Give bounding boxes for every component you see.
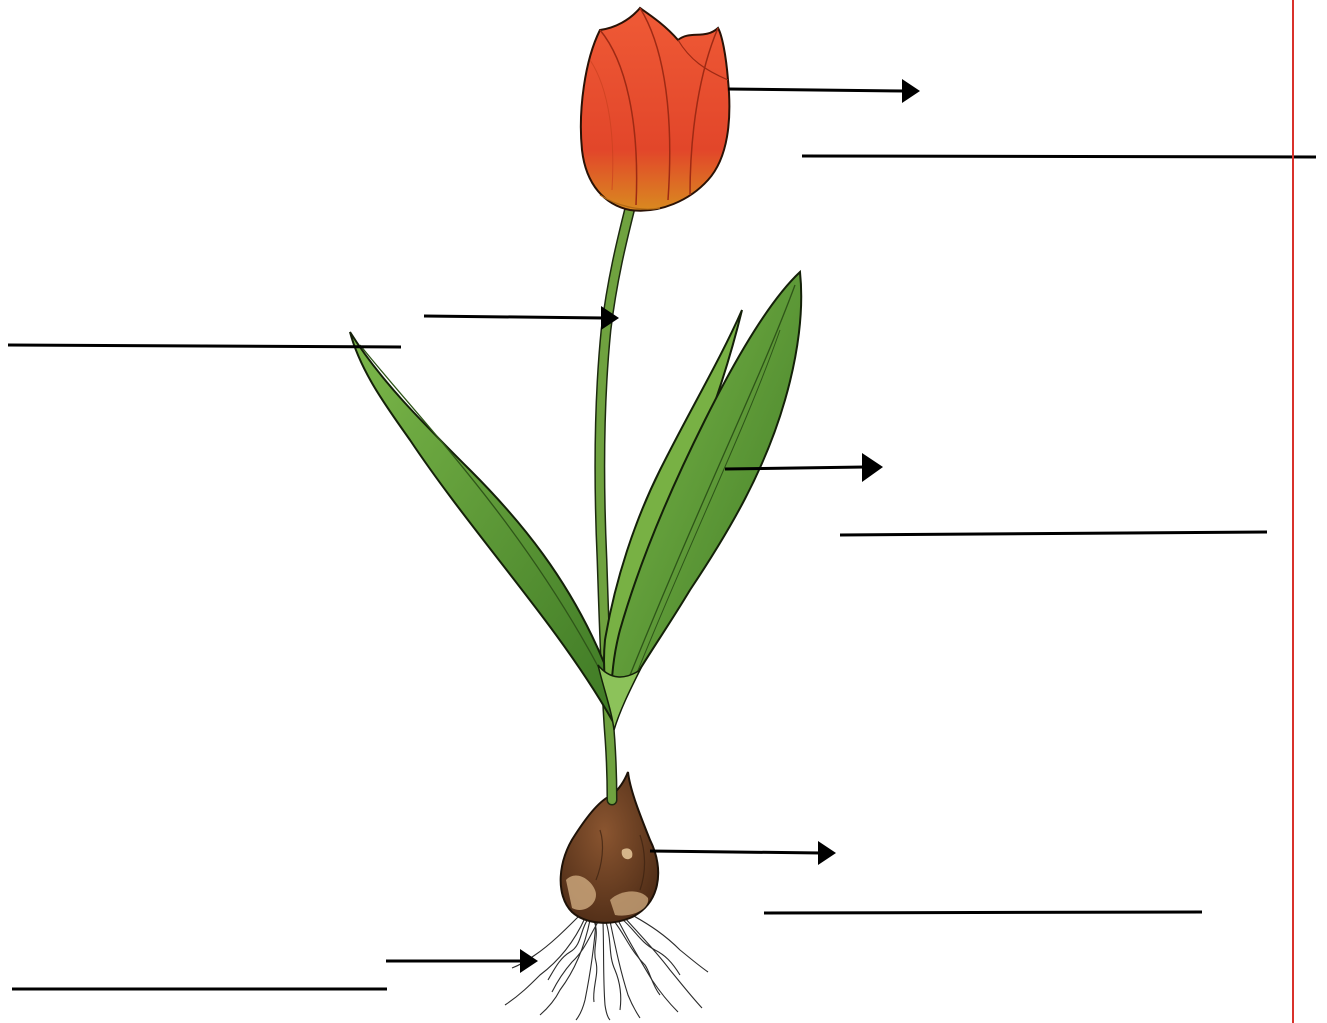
flower-illustration: [581, 8, 730, 211]
roots-pointer-arrow: [386, 949, 538, 973]
flower-pointer-arrow: [728, 79, 920, 103]
answer-blank-flower[interactable]: [802, 156, 1316, 157]
bulb-pointer-arrow: [650, 841, 836, 865]
answer-blank-leaf[interactable]: [840, 532, 1267, 535]
stem-pointer-arrow: [424, 306, 619, 330]
answer-blank-stem[interactable]: [8, 345, 401, 347]
answer-blank-bulb[interactable]: [764, 912, 1202, 913]
page-margin-line: [1292, 0, 1294, 1023]
leaves-illustration: [350, 272, 801, 730]
roots-illustration: [505, 915, 708, 1020]
